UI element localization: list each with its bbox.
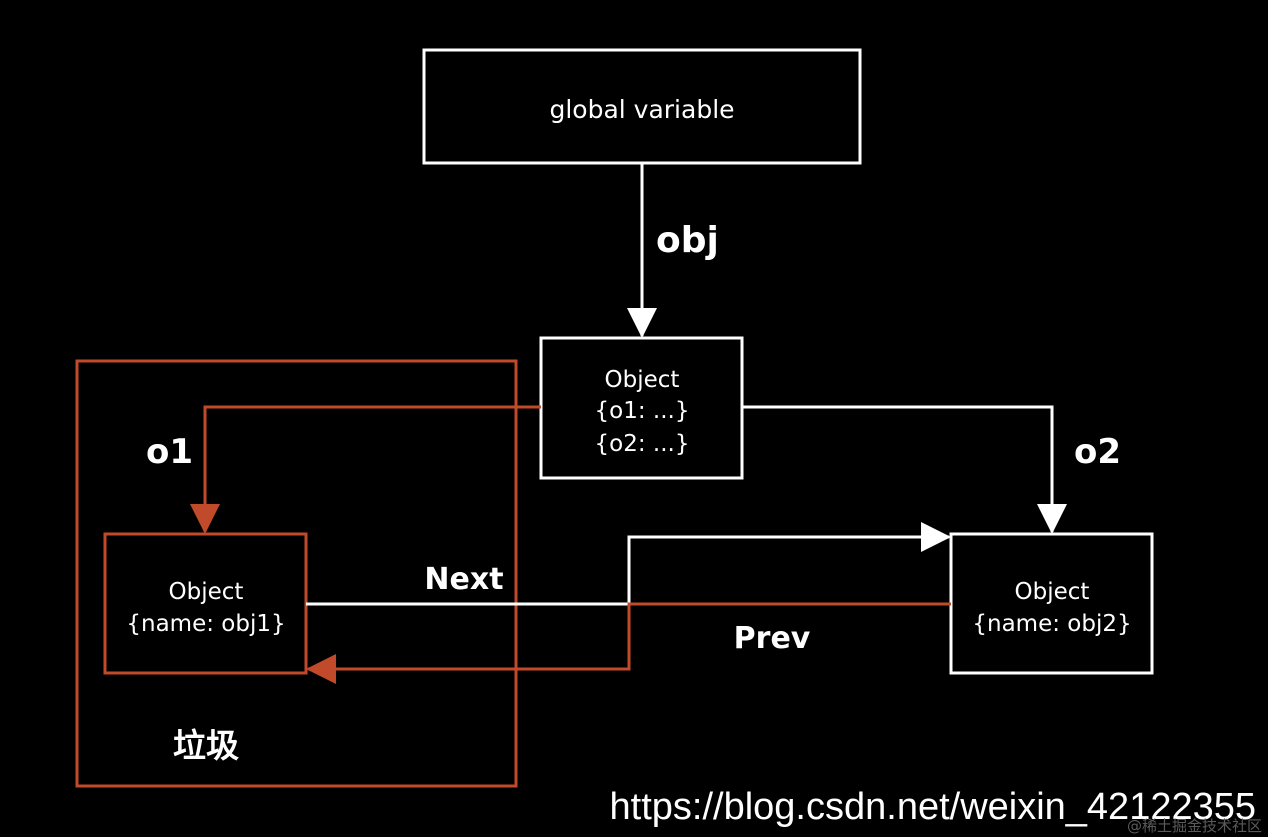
edge-o1 — [190, 405, 541, 534]
garbage-region-label: 垃圾 — [173, 726, 239, 765]
root-object-line-2: {o1: ...} — [595, 398, 690, 424]
edge-o2-label: o2 — [1074, 432, 1121, 472]
edge-next-label: Next — [424, 562, 503, 597]
root-object-line-1: Object — [605, 367, 680, 393]
edge-next — [306, 522, 951, 606]
obj1-line-1: Object — [169, 579, 244, 605]
watermark-site: @稀土掘金技术社区 — [1127, 817, 1262, 835]
watermark-url: https://blog.csdn.net/weixin_42122355 — [610, 786, 1256, 828]
edge-o2 — [742, 405, 1067, 534]
edge-obj-label: obj — [656, 220, 719, 261]
edge-o1-label: o1 — [146, 432, 193, 472]
root-object-line-3: {o2: ...} — [595, 431, 690, 457]
obj2-line-2: {name: obj2} — [972, 611, 1131, 637]
obj1-line-2: {name: obj1} — [126, 611, 285, 637]
edge-prev — [306, 602, 951, 684]
global-variable-label: global variable — [549, 95, 734, 124]
garbage-region — [75, 359, 518, 788]
obj2-line-1: Object — [1015, 579, 1090, 605]
edge-prev-label: Prev — [734, 621, 811, 656]
